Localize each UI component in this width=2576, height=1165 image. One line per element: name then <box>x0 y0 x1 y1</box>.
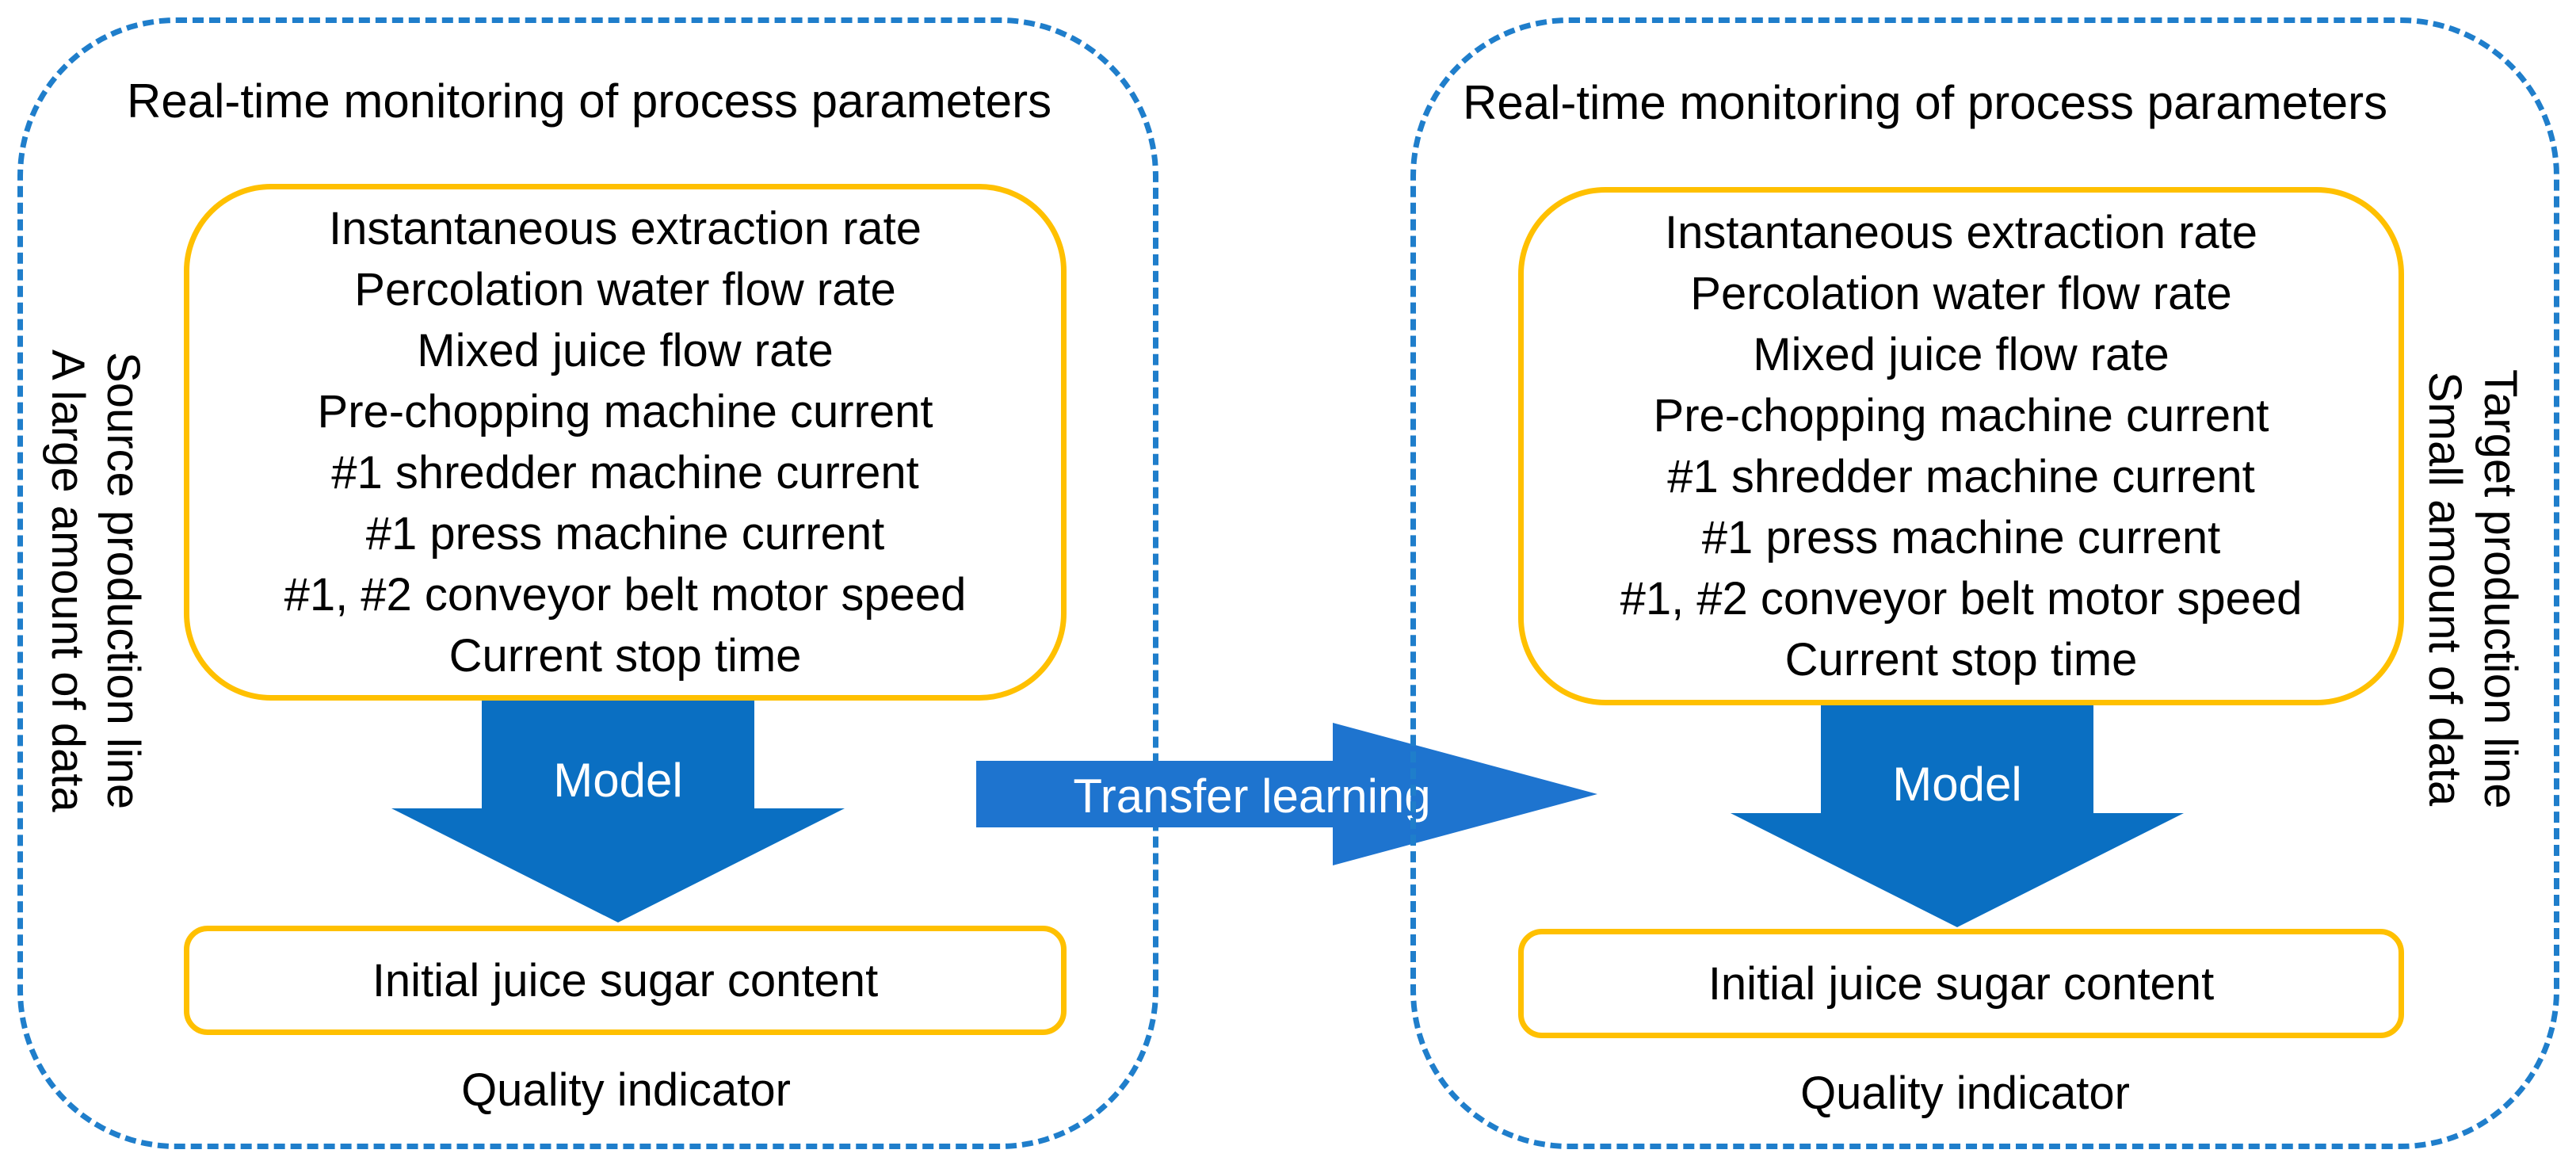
source-side-line2: A large amount of data <box>42 350 93 812</box>
source-panel-title: Real-time monitoring of process paramete… <box>127 74 1052 128</box>
target-quality-label: Quality indicator <box>1800 1068 2130 1119</box>
target-side-line1: Target production line <box>2475 369 2526 809</box>
target-parameters-box: Instantaneous extraction rate Percolatio… <box>1518 187 2404 705</box>
param-item: Mixed juice flow rate <box>417 325 834 376</box>
source-side-line1: Source production line <box>97 352 149 810</box>
transfer-learning-arrow <box>976 723 1597 865</box>
transfer-learning-label: Transfer learning <box>1073 770 1431 823</box>
target-side-line2: Small amount of data <box>2419 371 2471 807</box>
param-item: Mixed juice flow rate <box>1753 329 2170 380</box>
target-output-box: Initial juice sugar content <box>1518 929 2404 1038</box>
param-item: Percolation water flow rate <box>354 264 896 315</box>
source-output-label: Initial juice sugar content <box>372 954 879 1006</box>
param-item: #1, #2 conveyor belt motor speed <box>1620 573 2303 625</box>
target-model-arrow <box>1731 705 2184 927</box>
source-side-label: Source production line A large amount of… <box>40 323 151 838</box>
source-parameters-box: Instantaneous extraction rate Percolatio… <box>184 184 1067 701</box>
param-item: #1, #2 conveyor belt motor speed <box>284 569 967 621</box>
source-panel <box>17 17 1158 1149</box>
target-panel <box>1410 17 2559 1149</box>
param-item: #1 shredder machine current <box>1667 451 2255 502</box>
source-quality-label: Quality indicator <box>461 1064 791 1116</box>
param-item: #1 press machine current <box>365 508 885 560</box>
param-item: #1 shredder machine current <box>331 447 919 498</box>
target-model-label: Model <box>1892 758 2022 811</box>
source-model-label: Model <box>553 754 683 807</box>
param-item: Pre-chopping machine current <box>317 386 933 437</box>
param-item: Current stop time <box>448 630 802 682</box>
source-output-box: Initial juice sugar content <box>184 926 1067 1035</box>
param-item: Percolation water flow rate <box>1690 268 2232 319</box>
target-panel-title: Real-time monitoring of process paramete… <box>1463 76 2388 129</box>
param-item: #1 press machine current <box>1701 512 2221 563</box>
param-item: Current stop time <box>1784 634 2138 686</box>
target-side-label: Target production line Small amount of d… <box>2417 331 2528 846</box>
source-model-arrow <box>391 701 845 922</box>
param-item: Instantaneous extraction rate <box>1664 207 2258 258</box>
target-output-label: Initial juice sugar content <box>1708 957 2215 1010</box>
param-item: Pre-chopping machine current <box>1653 390 2269 441</box>
param-item: Instantaneous extraction rate <box>328 203 922 254</box>
